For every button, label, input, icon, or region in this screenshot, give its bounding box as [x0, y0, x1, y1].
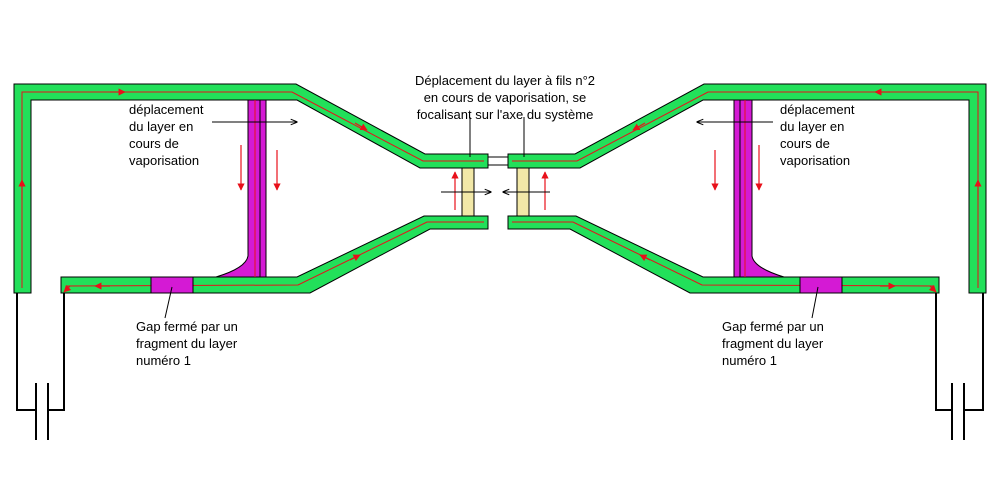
- left-inner-electrode: [60, 215, 489, 294]
- label-left-deplacement: déplacement du layer en cours de vaporis…: [129, 102, 204, 168]
- right-outer-electrode: [507, 83, 987, 294]
- displacement-arrows: [164, 117, 819, 319]
- label-center-top: Déplacement du layer à fils n°2 en cours…: [414, 73, 596, 122]
- right-vaporising-layer: [733, 99, 785, 278]
- label-right-gap: Gap fermé par un fragment du layer numér…: [722, 319, 824, 368]
- left-gap-fragment: [150, 276, 194, 294]
- left-vaporising-layer: [215, 99, 267, 278]
- label-right-deplacement: déplacement du layer en cours de vaporis…: [780, 102, 855, 168]
- right-inner-electrode: [507, 215, 940, 294]
- right-gap-fragment: [799, 276, 843, 294]
- current-arrows: [18, 88, 982, 293]
- center-bridge: [487, 156, 509, 166]
- left-outer-electrode: [13, 83, 489, 294]
- left-capacitor: [16, 293, 65, 440]
- right-capacitor: [935, 293, 984, 440]
- label-left-gap: Gap fermé par un fragment du layer numér…: [136, 319, 238, 368]
